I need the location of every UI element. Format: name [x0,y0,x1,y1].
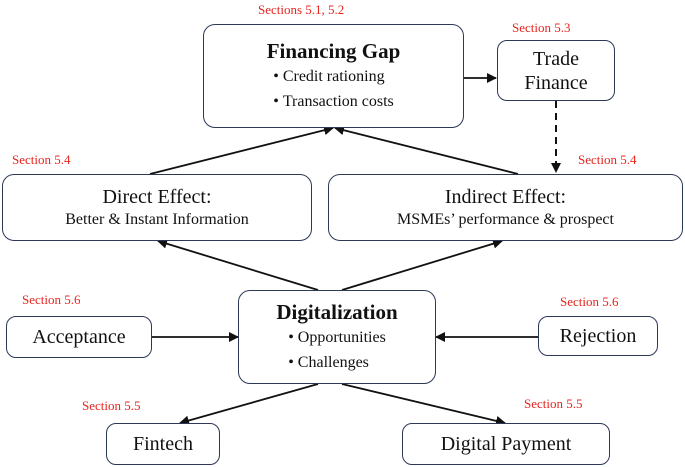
digitalization-bullets: Opportunities Challenges [288,325,386,375]
rejection-box: Rejection [538,316,658,356]
indirect-effect-title: Indirect Effect: [444,186,567,208]
financing-gap-item: Transaction costs [273,89,394,114]
fintech-title: Fintech [133,433,193,455]
digitalization-item: Challenges [288,350,386,375]
arrow-digitalization-to-direct-effect [157,238,319,291]
digitalization-item: Opportunities [288,325,386,350]
section-label-fintech: Section 5.5 [82,398,141,413]
rejection-title: Rejection [559,325,637,347]
trade-finance-box: Trade Finance [497,40,615,101]
trade-finance-title-line2: Finance [524,71,588,94]
digital-payment-title: Digital Payment [440,433,572,455]
trade-finance-title-line1: Trade [533,47,579,70]
digital-payment-box: Digital Payment [402,423,610,465]
direct-effect-subtitle: Better & Instant Information [65,211,249,228]
arrow-digitalization-to-indirect-effect [341,238,503,291]
financing-gap-box: Financing Gap Credit rationing Transacti… [203,24,464,128]
acceptance-title: Acceptance [32,326,126,348]
financing-gap-bullets: Credit rationing Transaction costs [273,64,394,114]
section-label-financing-gap: Sections 5.1, 5.2 [258,2,345,17]
digitalization-title: Digitalization [276,300,398,324]
indirect-effect-subtitle: MSMEs’ performance & prospect [397,211,614,228]
fintech-box: Fintech [106,423,220,465]
arrow-digitalization-to-digital-payment [341,383,506,426]
financing-gap-item: Credit rationing [273,64,394,89]
section-label-trade-finance: Section 5.3 [512,20,571,35]
indirect-effect-box: Indirect Effect: MSMEs’ performance & pr… [328,174,683,241]
section-label-indirect-effect: Section 5.4 [578,152,637,167]
acceptance-box: Acceptance [6,316,152,358]
arrow-indirect-effect-to-financing-gap [334,125,519,175]
arrow-direct-effect-to-financing-gap [149,125,334,175]
section-label-acceptance: Section 5.6 [22,292,81,307]
direct-effect-box: Direct Effect: Better & Instant Informat… [2,174,312,241]
section-label-digital-payment: Section 5.5 [524,396,583,411]
arrow-digitalization-to-fintech [179,383,319,426]
section-label-rejection: Section 5.6 [560,294,619,309]
financing-gap-title: Financing Gap [266,39,401,63]
digitalization-box: Digitalization Opportunities Challenges [238,290,436,384]
direct-effect-title: Direct Effect: [102,186,212,208]
section-label-direct-effect: Section 5.4 [12,152,71,167]
